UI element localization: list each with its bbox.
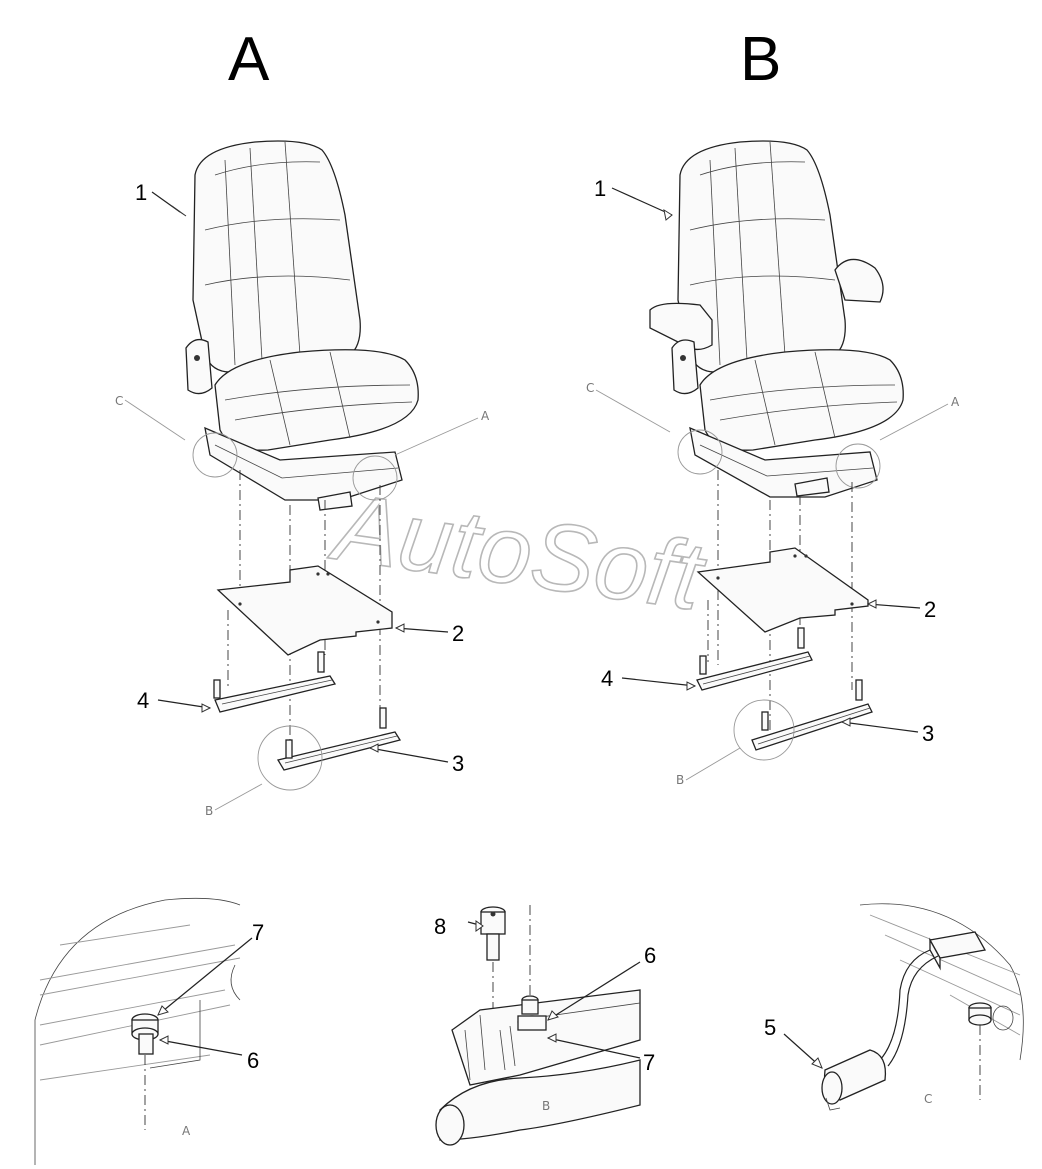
seat-b-callouts: 1 2 3 4 C A B: [586, 176, 960, 787]
seat-a-ref-a: A: [481, 409, 490, 423]
detail-b-callout-6: 6: [644, 943, 656, 968]
detail-a-ref-label: A: [182, 1124, 191, 1138]
detail-c-ref-label: C: [924, 1092, 932, 1106]
detail-c-callout-5: 5: [764, 1015, 776, 1040]
seat-a-ref-c: C: [115, 394, 123, 408]
seat-b-ref-b: B: [676, 773, 684, 787]
seat-a-mounting-plate: [216, 565, 393, 656]
seat-a-assembly: [185, 140, 419, 791]
seat-a-cushion: [214, 349, 419, 451]
detail-b-view: 8 6 7 B: [434, 905, 656, 1146]
seat-a-callout-2: 2: [452, 621, 464, 646]
seat-b-rail-left: [696, 651, 813, 691]
seat-b-mounting-plate: [696, 547, 869, 633]
seat-b-assembly: [649, 140, 904, 761]
detail-a-callout-6: 6: [247, 1048, 259, 1073]
seat-a-rail-left: [214, 675, 337, 713]
seat-a-side-knob: [185, 338, 213, 395]
detail-c-view: 5 C: [764, 903, 1024, 1111]
seat-b-callout-3: 3: [922, 721, 934, 746]
seat-b-cushion: [699, 349, 904, 451]
heading-variant-b: B: [740, 25, 781, 94]
seat-b-ref-c: C: [586, 381, 594, 395]
seat-a-lever: [317, 491, 353, 511]
seat-a-rail-right: [276, 731, 402, 771]
seat-a-base: [204, 426, 403, 501]
detail-a-callout-7: 7: [252, 920, 264, 945]
seat-b-ref-a: A: [951, 395, 960, 409]
seat-b-callout-1: 1: [594, 176, 606, 201]
seat-b-lever: [794, 477, 830, 497]
detail-b-callout-8: 8: [434, 914, 446, 939]
heading-variant-a: A: [228, 25, 270, 94]
seat-b-backrest: [677, 140, 846, 373]
seat-b-base: [689, 426, 878, 498]
detail-a-view: 7 6 A: [34, 897, 264, 1165]
seat-a-callouts: 1 2 3 4 C A B: [115, 180, 490, 818]
detail-b-ref-label: B: [542, 1099, 550, 1113]
seat-b-callout-4: 4: [601, 666, 613, 691]
seat-a-callout-1: 1: [135, 180, 147, 205]
seat-a-ref-b: B: [205, 804, 213, 818]
seat-b-armrest-right: [834, 258, 884, 303]
seat-b-side-knob: [671, 339, 699, 395]
seat-a-callout-4: 4: [137, 688, 149, 713]
seat-b-callout-2: 2: [924, 597, 936, 622]
detail-b-callout-7: 7: [643, 1050, 655, 1075]
seat-a-callout-3: 3: [452, 751, 464, 776]
seat-a-backrest: [192, 140, 361, 373]
